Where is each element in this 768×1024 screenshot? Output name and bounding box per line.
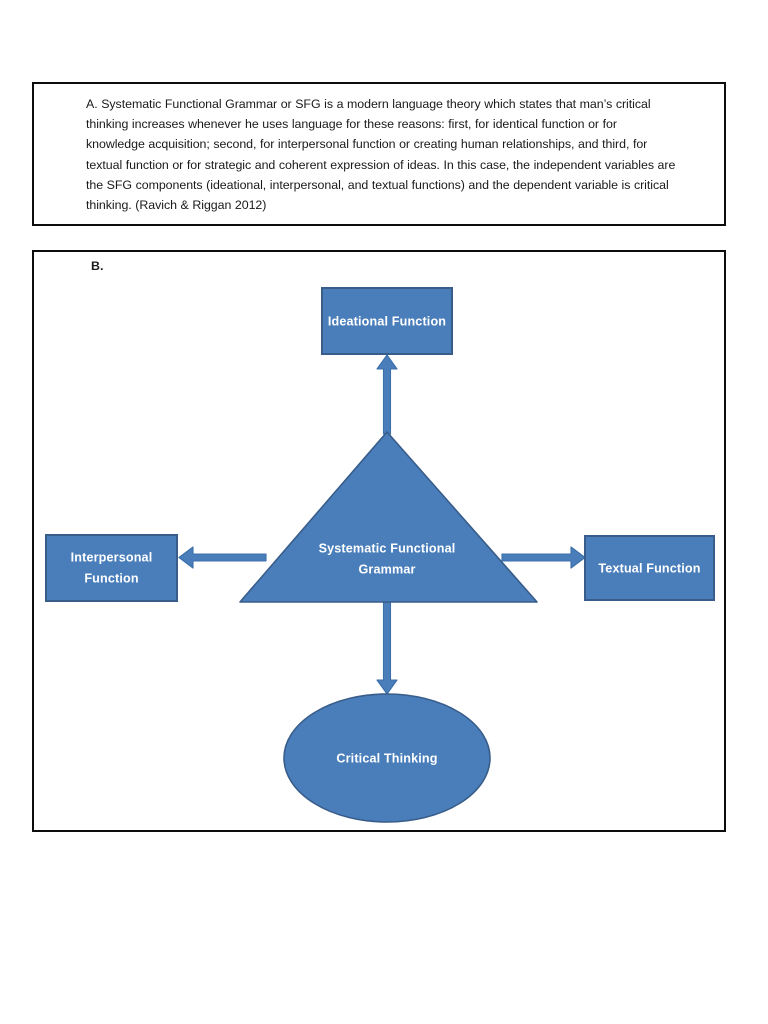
- section-a-paragraph: A. Systematic Functional Grammar or SFG …: [86, 97, 676, 213]
- textual-function-box[interactable]: Textual Function: [584, 535, 715, 601]
- arrow-left-to-interpersonal: [178, 546, 267, 569]
- section-b-panel: B.: [32, 250, 726, 832]
- arrow-down-to-critical: [376, 599, 398, 695]
- sfg-framework-diagram: Ideational Function Systematic Functiona…: [34, 252, 724, 830]
- textual-function-label: Textual Function: [598, 561, 700, 575]
- systematic-functional-grammar-triangle[interactable]: Systematic Functional Grammar: [239, 431, 538, 603]
- interpersonal-function-box[interactable]: Interpersonal Function: [45, 534, 178, 602]
- ideational-function-box[interactable]: Ideational Function: [321, 287, 453, 355]
- critical-thinking-label: Critical Thinking: [336, 751, 437, 765]
- interpersonal-function-label-line2: Function: [84, 571, 138, 585]
- critical-thinking-ellipse[interactable]: Critical Thinking: [283, 693, 491, 823]
- core-label-line1: Systematic Functional: [319, 541, 456, 555]
- interpersonal-function-label-line1: Interpersonal: [71, 550, 153, 564]
- ideational-function-label: Ideational Function: [328, 314, 446, 328]
- arrow-up-to-ideational: [376, 354, 398, 435]
- arrow-right-to-textual: [501, 546, 586, 569]
- section-b-label: B.: [91, 259, 104, 273]
- section-a-panel: A. Systematic Functional Grammar or SFG …: [32, 82, 726, 226]
- core-label-line2: Grammar: [358, 562, 415, 576]
